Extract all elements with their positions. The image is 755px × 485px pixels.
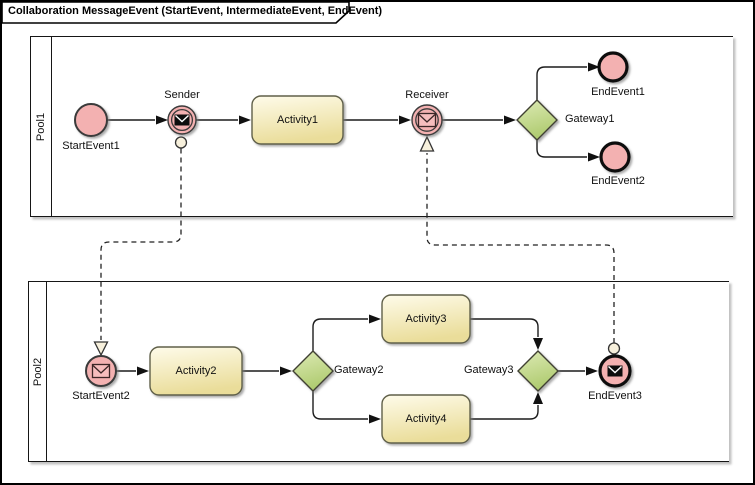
node-activity1[interactable] bbox=[251, 95, 344, 145]
node-end-event1[interactable] bbox=[597, 51, 629, 83]
gateway2-label: Gateway2 bbox=[334, 364, 384, 376]
activity1-label: Activity1 bbox=[277, 114, 318, 126]
activity3-label: Activity3 bbox=[405, 313, 447, 325]
flow-activity3-to-gateway3[interactable] bbox=[470, 318, 539, 337]
message-source-dot-end3 bbox=[607, 342, 621, 355]
flow-gateway2-to-activity3[interactable] bbox=[312, 318, 368, 351]
node-gateway1[interactable] bbox=[516, 99, 558, 141]
node-gateway3[interactable] bbox=[517, 350, 559, 392]
flow-gateway1-to-end2[interactable] bbox=[536, 140, 587, 158]
node-end-event3[interactable] bbox=[598, 354, 632, 388]
start-event2-label: StartEvent2 bbox=[72, 390, 130, 402]
node-gateway2[interactable] bbox=[292, 350, 334, 392]
node-sender-event[interactable] bbox=[167, 105, 197, 135]
message-source-dot-sender bbox=[174, 136, 188, 149]
end-event1-label: EndEvent1 bbox=[591, 86, 645, 98]
node-start-event1[interactable] bbox=[74, 103, 108, 137]
node-activity2[interactable] bbox=[149, 346, 243, 396]
node-start-event2[interactable] bbox=[85, 355, 117, 387]
sequence-arrowheads bbox=[137, 62, 600, 424]
pool1-label-band[interactable]: Pool1 bbox=[31, 37, 52, 216]
gateway3-label: Gateway3 bbox=[464, 364, 514, 376]
receiver-label: Receiver bbox=[405, 89, 449, 101]
flow-gateway2-to-activity4[interactable] bbox=[312, 391, 368, 420]
message-flow-end3-to-receiver[interactable] bbox=[426, 153, 615, 343]
activity2-label: Activity2 bbox=[175, 365, 217, 377]
message-catch-icon bbox=[417, 112, 437, 128]
start-event1-label: StartEvent1 bbox=[62, 140, 120, 152]
gateway1-label: Gateway1 bbox=[565, 113, 615, 125]
diagram-title: Collaboration MessageEvent (StartEvent, … bbox=[8, 5, 383, 17]
activity4-label: Activity4 bbox=[405, 413, 447, 425]
message-flow-sender-to-start2[interactable] bbox=[100, 148, 182, 341]
pool2-label-band[interactable]: Pool2 bbox=[29, 282, 47, 461]
message-throw-icon bbox=[174, 114, 190, 126]
message-arrow-into-start2 bbox=[93, 341, 109, 357]
node-activity4[interactable] bbox=[381, 394, 471, 444]
flow-activity4-to-gateway3[interactable] bbox=[470, 405, 539, 420]
node-receiver-event[interactable] bbox=[411, 104, 443, 136]
message-catch-icon bbox=[91, 363, 111, 379]
end-event2-label: EndEvent2 bbox=[591, 175, 645, 187]
message-arrow-into-receiver bbox=[419, 135, 435, 152]
flow-gateway1-to-end1[interactable] bbox=[536, 66, 587, 100]
end-event3-label: EndEvent3 bbox=[588, 390, 642, 402]
sender-label: Sender bbox=[164, 89, 200, 101]
node-activity3[interactable] bbox=[381, 294, 471, 344]
message-throw-icon bbox=[607, 365, 623, 377]
node-end-event2[interactable] bbox=[599, 141, 631, 173]
diagram-title-tab bbox=[1, 1, 350, 24]
